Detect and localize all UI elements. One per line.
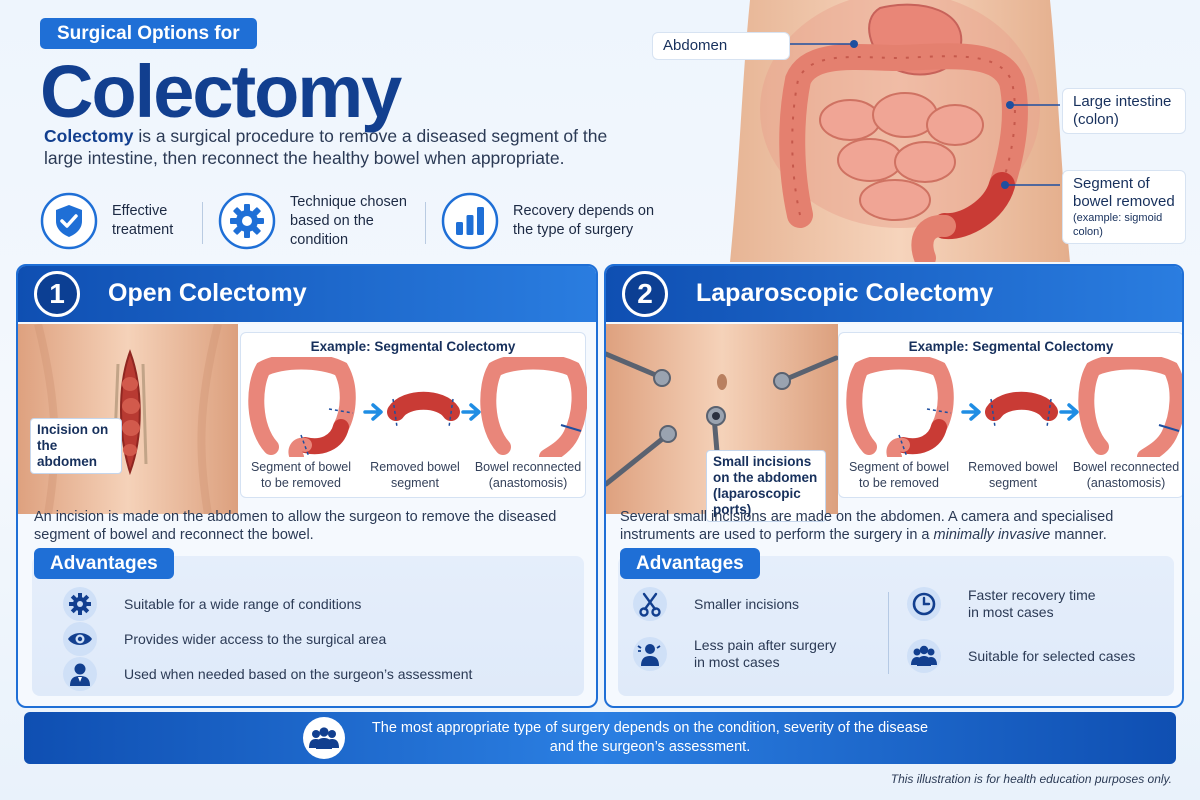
team-icon bbox=[303, 717, 345, 759]
advantage-item: Suitable for a wide range of conditions bbox=[62, 586, 361, 622]
intro-text: Colectomy is a surgical procedure to rem… bbox=[44, 125, 644, 169]
feature-divider bbox=[202, 202, 203, 244]
panel-number: 2 bbox=[622, 271, 668, 317]
open-description: An incision is made on the abdomen to al… bbox=[34, 509, 557, 543]
advantages-label: Advantages bbox=[34, 548, 174, 579]
colon-callout: Large intestine (colon) bbox=[1062, 88, 1186, 134]
group-icon bbox=[907, 639, 941, 673]
laparoscopic-colectomy-panel: 2 Laparoscopic Colectomy Small incisions… bbox=[604, 264, 1184, 708]
example-title: Example: Segmental Colectomy bbox=[908, 339, 1114, 354]
gear-icon bbox=[63, 587, 97, 621]
pain-relief-icon bbox=[633, 637, 667, 671]
example-box: Example: Segmental Colectomy Segment of … bbox=[240, 332, 587, 498]
panel-title: Laparoscopic Colectomy bbox=[696, 279, 994, 307]
caption-segment: Segment of bowel to be removed bbox=[848, 460, 950, 490]
surgeon-icon bbox=[63, 657, 97, 691]
feature-text: Effective treatment bbox=[112, 203, 174, 238]
example-title: Example: Segmental Colectomy bbox=[310, 339, 516, 354]
feature-technique: Technique chosen based on the condition bbox=[218, 192, 430, 250]
advantage-item: Suitable for selected cases bbox=[906, 638, 1135, 674]
advantage-item: Less pain after surgery in most cases bbox=[632, 636, 844, 672]
advantage-text: Faster recovery time in most cases bbox=[968, 587, 1096, 620]
advantage-text: Used when needed based on the surgeon’s … bbox=[124, 665, 473, 682]
example-box: Example: Segmental Colectomy Segment of … bbox=[838, 332, 1182, 498]
footer-banner: The most appropriate type of surgery dep… bbox=[24, 712, 1176, 764]
feature-divider bbox=[425, 202, 426, 244]
advantage-item: Smaller incisions bbox=[632, 586, 799, 622]
panel-number: 1 bbox=[34, 271, 80, 317]
segmental-diagram bbox=[846, 357, 1182, 457]
intro-rest: is a surgical procedure to remove a dise… bbox=[44, 126, 608, 168]
page-title: Colectomy bbox=[40, 50, 402, 133]
footer-text: The most appropriate type of surgery dep… bbox=[371, 720, 929, 755]
disclaimer: This illustration is for health educatio… bbox=[890, 772, 1172, 786]
caption-segment: Segment of bowel to be removed bbox=[250, 460, 352, 490]
feature-text: Technique chosen based on the condition bbox=[290, 193, 407, 248]
segmental-diagram bbox=[248, 357, 587, 457]
desc-part: Several small incisions are made on the … bbox=[620, 509, 1114, 543]
feature-recovery: Recovery depends on the type of surgery bbox=[441, 192, 673, 250]
intro-strong: Colectomy bbox=[44, 126, 134, 146]
advantages-box bbox=[618, 556, 1174, 696]
clock-icon bbox=[907, 587, 941, 621]
panel-title: Open Colectomy bbox=[108, 279, 307, 307]
advantages-box bbox=[32, 556, 584, 696]
feature-effective: Effective treatment bbox=[40, 192, 202, 250]
desc-part: manner. bbox=[1050, 527, 1107, 543]
advantage-text: Less pain after surgery in most cases bbox=[694, 637, 837, 670]
desc-emphasis: minimally invasive bbox=[933, 527, 1051, 543]
advantage-text: Suitable for a wide range of conditions bbox=[124, 595, 362, 612]
advantage-item: Provides wider access to the surgical ar… bbox=[62, 621, 386, 657]
shield-check-icon bbox=[40, 192, 98, 250]
abdomen-callout: Abdomen bbox=[652, 32, 790, 60]
caption-removed: Removed bowel segment bbox=[370, 460, 460, 490]
segment-callout: Segment of bowel removed (example: sigmo… bbox=[1062, 170, 1186, 244]
panel-header: 2 Laparoscopic Colectomy bbox=[606, 266, 1182, 322]
eye-icon bbox=[63, 622, 97, 656]
advantage-item: Used when needed based on the surgeon’s … bbox=[62, 656, 472, 692]
caption-reconnected: Bowel reconnected (anastomosis) bbox=[1072, 460, 1180, 490]
laparo-description: Several small incisions are made on the … bbox=[620, 508, 1176, 544]
advantage-text: Provides wider access to the surgical ar… bbox=[124, 630, 387, 647]
advantages-label: Advantages bbox=[620, 548, 760, 579]
advantage-item: Faster recovery time in most cases bbox=[906, 586, 1108, 622]
kicker-label: Surgical Options for bbox=[40, 18, 257, 49]
gear-icon bbox=[218, 192, 276, 250]
open-colectomy-panel: 1 Open Colectomy Incision on the abdomen… bbox=[16, 264, 598, 708]
advantages-divider bbox=[888, 592, 889, 674]
abdomen-anatomy-illustration bbox=[730, 0, 1070, 262]
segment-note: (example: sigmoid colon) bbox=[1073, 212, 1163, 238]
incision-tag: Incision on the abdomen bbox=[30, 418, 122, 474]
feature-text: Recovery depends on the type of surgery bbox=[513, 203, 655, 238]
panel-header: 1 Open Colectomy bbox=[18, 266, 596, 322]
ports-tag: Small incisions on the abdomen (laparosc… bbox=[706, 450, 826, 522]
caption-removed: Removed bowel segment bbox=[968, 460, 1058, 490]
bar-chart-icon bbox=[441, 192, 499, 250]
scissors-icon bbox=[633, 587, 667, 621]
advantage-text: Suitable for selected cases bbox=[968, 647, 1136, 664]
caption-reconnected: Bowel reconnected (anastomosis) bbox=[474, 460, 582, 490]
advantage-text: Smaller incisions bbox=[694, 595, 800, 612]
segment-label: Segment of bowel removed bbox=[1073, 175, 1175, 210]
